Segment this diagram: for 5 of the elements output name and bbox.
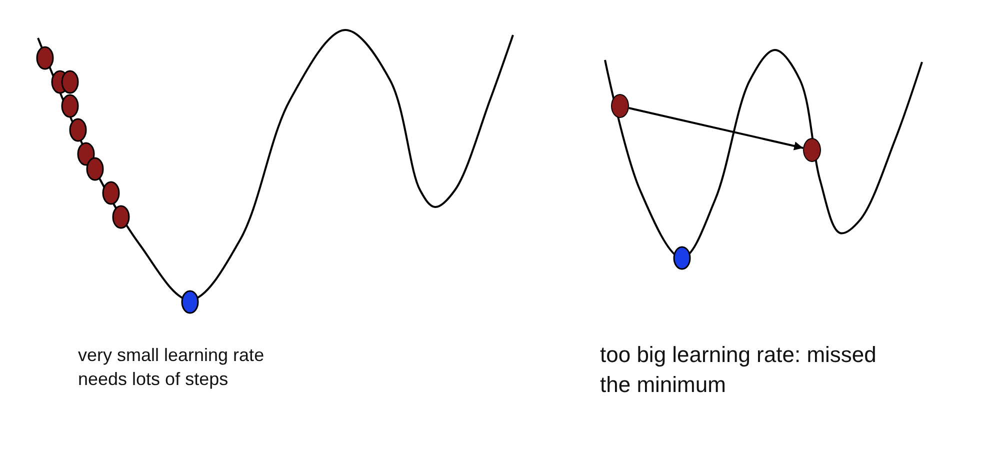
- ball-marker: [611, 94, 629, 118]
- caption-text: very small learning rate needs lots of steps: [78, 344, 266, 391]
- arrow: [628, 107, 804, 150]
- caption-text: too big learning rate: missed the minimum: [600, 341, 878, 399]
- ball-marker: [803, 138, 821, 162]
